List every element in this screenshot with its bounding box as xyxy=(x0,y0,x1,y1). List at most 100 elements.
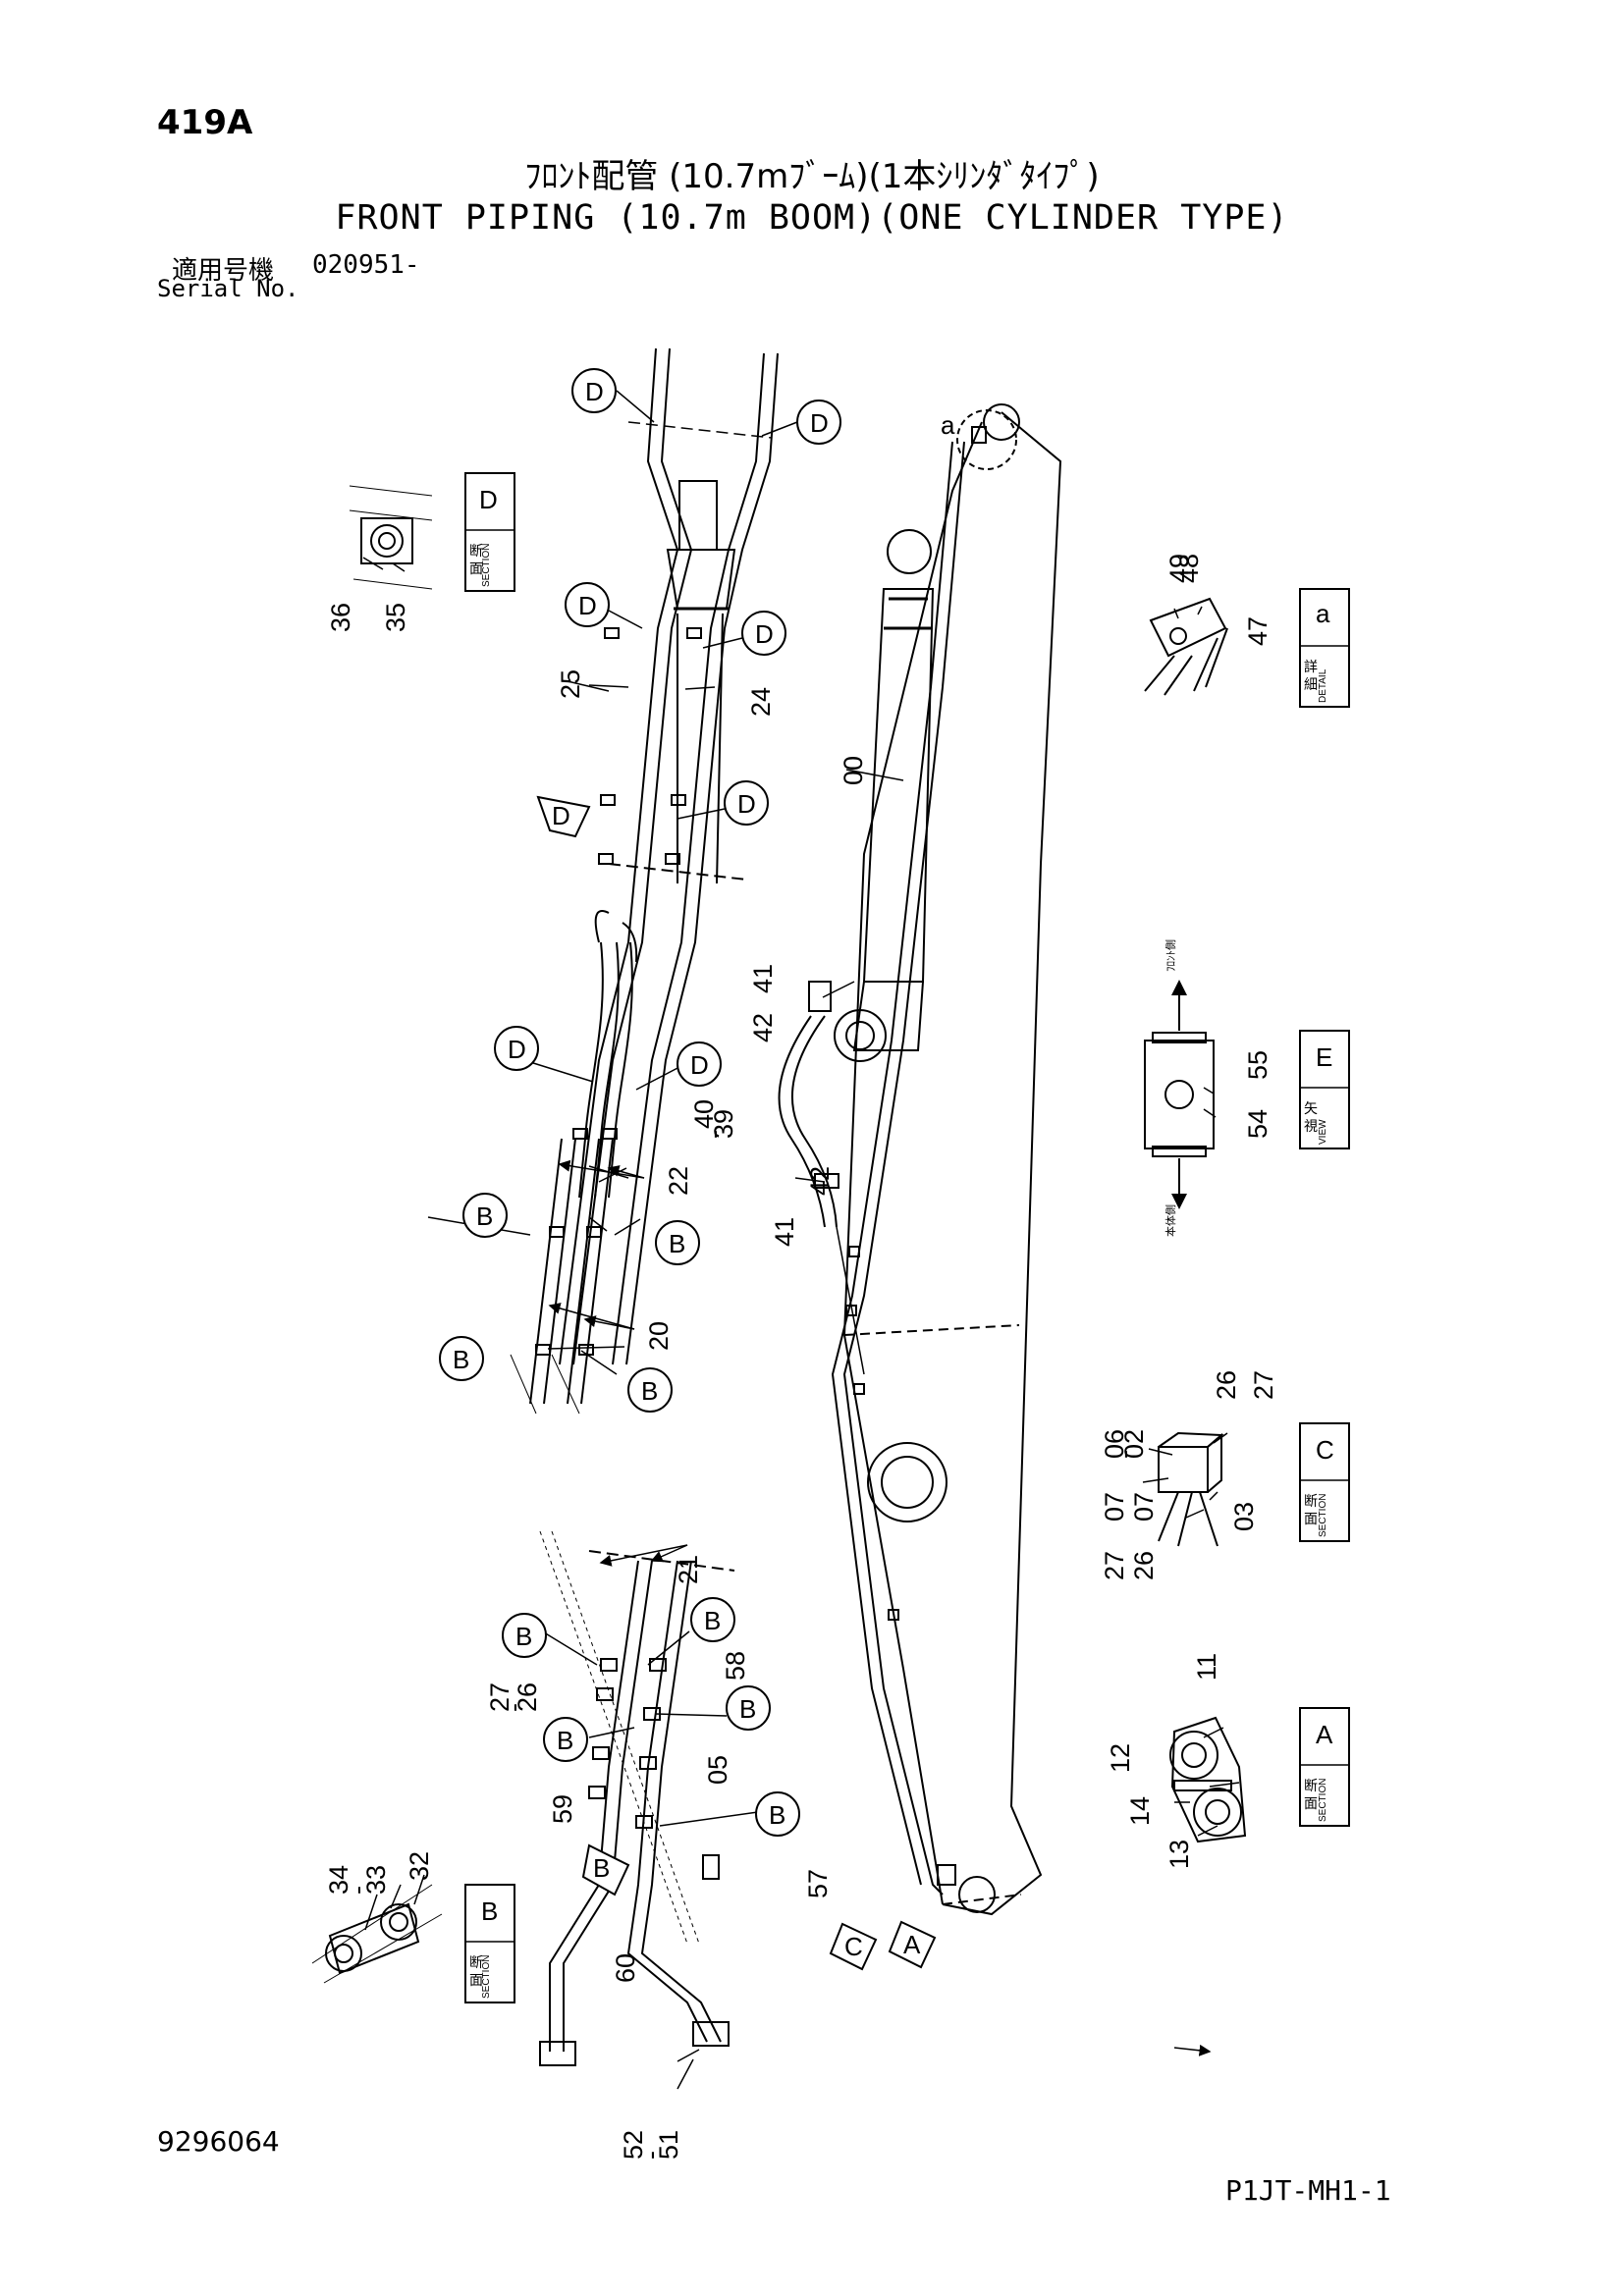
view-e-body-note: 本体側 xyxy=(1164,1204,1177,1237)
section-box-d: D 断 面 SECTION xyxy=(464,472,515,592)
part-48: 48 xyxy=(1174,554,1204,583)
part-54: 54 xyxy=(1243,1109,1272,1139)
section-d-jp1: 断 xyxy=(469,543,483,559)
section-a-sketch xyxy=(1169,1716,1247,1843)
part-07b: 07 xyxy=(1129,1492,1159,1522)
part-26-left: 26 xyxy=(513,1682,542,1712)
detail-a-label: a xyxy=(941,410,955,440)
callout-d: D xyxy=(724,780,769,826)
part-22: 22 xyxy=(664,1166,693,1196)
section-a-en: SECTION xyxy=(1318,1779,1328,1822)
title-english: FRONT PIPING (10.7m BOOM)(ONE CYLINDER T… xyxy=(335,198,1289,238)
callout-d: D xyxy=(796,400,841,445)
dash-52-51: - xyxy=(636,2151,666,2160)
callout-b-group: B B B B B B B B B B xyxy=(439,1193,800,1896)
view-e-sketch xyxy=(1144,980,1215,1209)
section-c-jp2: 面 xyxy=(1304,1511,1318,1526)
callout-d-text: D xyxy=(508,1035,526,1064)
callout-d: D xyxy=(565,582,610,627)
section-c-en: SECTION xyxy=(1318,1494,1328,1537)
callout-b-text: B xyxy=(769,1800,785,1830)
callout-d-text: D xyxy=(690,1050,709,1080)
callout-d-text: D xyxy=(755,619,774,649)
part-27-c-top: 27 xyxy=(1249,1370,1278,1400)
view-arrow-b-text: B xyxy=(593,1853,610,1883)
part-24: 24 xyxy=(746,687,776,717)
callout-d-text: D xyxy=(737,789,756,819)
section-a-jp1: 断 xyxy=(1304,1778,1318,1793)
document-number: 9296064 xyxy=(157,2125,280,2158)
dash-06-02: - xyxy=(1110,1450,1139,1459)
section-d-jp2: 面 xyxy=(469,561,483,576)
part-55: 55 xyxy=(1243,1050,1272,1080)
part-41-lower: 41 xyxy=(770,1217,799,1247)
view-arrow-d: D xyxy=(536,795,591,838)
part-number-labels: 36 35 25 24 00 41 42 40 39 - 22 42 41 20… xyxy=(324,554,1278,2160)
part-42-upper: 42 xyxy=(748,1013,778,1042)
view-e-en: VIEW xyxy=(1318,1119,1328,1145)
view-arrow-d-text: D xyxy=(552,801,570,830)
part-20: 20 xyxy=(644,1321,674,1351)
part-51: 51 xyxy=(654,2130,683,2160)
view-box-e: E 矢 視 VIEW xyxy=(1299,1030,1350,1149)
callout-b: B xyxy=(755,1791,800,1837)
callout-b: B xyxy=(502,1613,547,1658)
part-32: 32 xyxy=(405,1851,434,1881)
serial-label-english: Serial No. xyxy=(157,275,299,302)
detail-a-jp2: 細 xyxy=(1304,676,1318,692)
section-box-b: B 断 面 SECTION xyxy=(464,1884,515,2003)
other-callouts: C A a xyxy=(829,410,955,1971)
part-42-lower: 42 xyxy=(805,1166,835,1196)
dash-40-39: - xyxy=(699,1130,729,1139)
view-arrow-b: B xyxy=(581,1843,630,1896)
part-36: 36 xyxy=(326,603,355,632)
callout-b: B xyxy=(439,1336,484,1381)
callout-d: D xyxy=(571,368,617,413)
view-arrow-c-text: C xyxy=(844,1932,863,1961)
section-b-letter: B xyxy=(481,1896,498,1926)
callout-d-group: D D D D D D D D xyxy=(494,368,841,1087)
callout-d: D xyxy=(494,1026,539,1071)
callout-d: D xyxy=(741,611,786,656)
dash-27-26: - xyxy=(499,1703,528,1712)
part-59: 59 xyxy=(548,1794,577,1824)
view-arrow-c: C xyxy=(829,1922,878,1971)
callout-b-text: B xyxy=(453,1345,469,1374)
part-12: 12 xyxy=(1106,1743,1135,1773)
callout-b-text: B xyxy=(739,1694,756,1724)
callout-b: B xyxy=(543,1717,588,1762)
part-33: 33 xyxy=(361,1865,391,1895)
section-a-letter: A xyxy=(1316,1720,1333,1749)
view-arrow-a-text: A xyxy=(903,1930,921,1959)
part-03: 03 xyxy=(1229,1502,1259,1531)
section-box-a: A 断 面 SECTION xyxy=(1299,1707,1350,1827)
detail-a-en: DETAIL xyxy=(1318,668,1328,703)
part-21: 21 xyxy=(674,1555,703,1584)
callout-d-text: D xyxy=(810,408,829,438)
part-47: 47 xyxy=(1243,616,1272,646)
section-d-letter: D xyxy=(479,485,498,514)
dash-34-33: - xyxy=(343,1886,372,1895)
part-39: 39 xyxy=(709,1109,738,1139)
part-35: 35 xyxy=(381,603,410,632)
detail-a-jp1: 詳 xyxy=(1304,659,1318,674)
upper-arm-pipes xyxy=(510,347,779,1415)
serial-label-japanese: 適用号機 xyxy=(172,256,275,286)
part-60: 60 xyxy=(611,1953,640,1983)
sheet-id: P1JT-MH1-1 xyxy=(1225,2174,1391,2207)
part-52: 52 xyxy=(619,2130,648,2160)
section-b-sketch xyxy=(311,1884,443,1984)
callout-d: D xyxy=(677,1041,722,1087)
part-07: 07 xyxy=(1100,1492,1129,1522)
part-40: 40 xyxy=(689,1099,719,1129)
section-b-en: SECTION xyxy=(481,1955,492,1999)
part-26-c-bottom: 26 xyxy=(1129,1551,1159,1580)
part-49: 49 xyxy=(1164,554,1194,583)
callout-b-text: B xyxy=(669,1229,685,1258)
detail-a-letter: a xyxy=(1316,599,1330,628)
part-11: 11 xyxy=(1192,1653,1221,1681)
callout-b-text: B xyxy=(704,1606,721,1635)
part-05: 05 xyxy=(703,1755,732,1785)
serial-number: 020951- xyxy=(312,250,420,280)
